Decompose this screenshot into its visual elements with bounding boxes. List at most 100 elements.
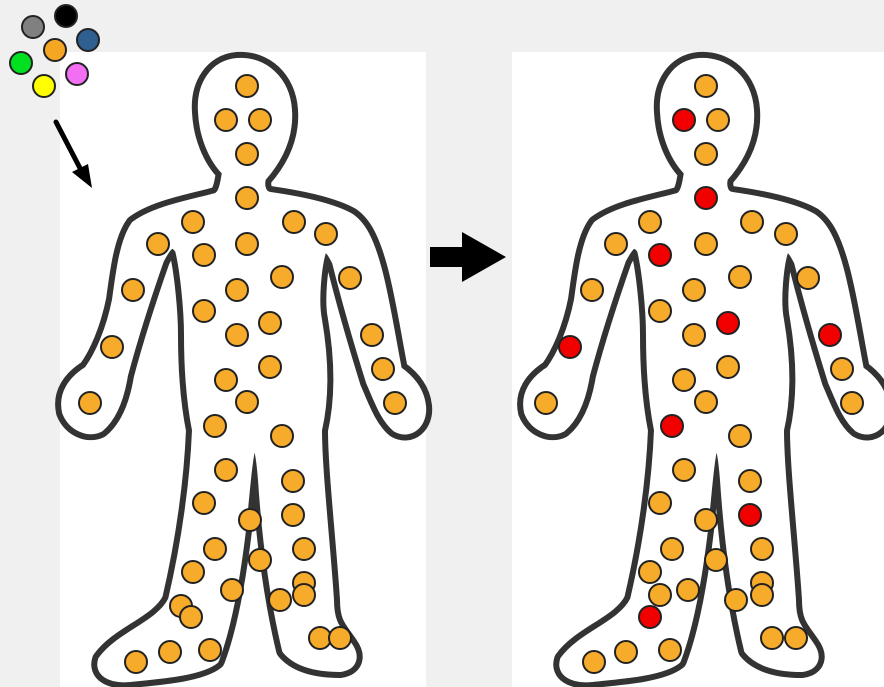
cell-normal (761, 627, 783, 649)
palette-swatch-orange (44, 39, 66, 61)
cell-normal (683, 324, 705, 346)
cell-normal (204, 415, 226, 437)
cell-normal (215, 369, 237, 391)
cell-mutated (739, 504, 761, 526)
cell-normal (226, 324, 248, 346)
cell-normal (605, 233, 627, 255)
cell-normal (315, 223, 337, 245)
cell-normal (309, 627, 331, 649)
cell-normal (797, 267, 819, 289)
cell-normal (741, 211, 763, 233)
palette-swatch-black (55, 5, 77, 27)
cell-normal (695, 509, 717, 531)
cell-normal (249, 549, 271, 571)
cell-normal (125, 651, 147, 673)
cell-normal (751, 584, 773, 606)
cell-normal (259, 312, 281, 334)
cell-normal (293, 538, 315, 560)
cell-normal (236, 233, 258, 255)
cell-normal (673, 369, 695, 391)
cell-mutated (649, 244, 671, 266)
cell-normal (283, 211, 305, 233)
cell-normal (659, 639, 681, 661)
cell-normal (707, 109, 729, 131)
cell-normal (361, 324, 383, 346)
palette-swatch-pink (66, 63, 88, 85)
cell-normal (384, 392, 406, 414)
cell-normal (339, 267, 361, 289)
cell-normal (831, 358, 853, 380)
cell-normal (282, 470, 304, 492)
cell-mutated (639, 606, 661, 628)
cell-normal (293, 584, 315, 606)
cell-normal (683, 279, 705, 301)
cell-normal (159, 641, 181, 663)
cell-normal (269, 589, 291, 611)
cell-normal (236, 75, 258, 97)
cell-normal (695, 391, 717, 413)
cell-normal (785, 627, 807, 649)
cell-normal (615, 641, 637, 663)
cell-normal (259, 356, 281, 378)
cell-normal (193, 300, 215, 322)
cell-normal (649, 584, 671, 606)
cell-normal (249, 109, 271, 131)
cell-normal (583, 651, 605, 673)
cell-normal (695, 143, 717, 165)
palette-swatch-green (10, 52, 32, 74)
cell-normal (729, 425, 751, 447)
cell-normal (236, 187, 258, 209)
cell-normal (729, 266, 751, 288)
cell-normal (695, 75, 717, 97)
cell-normal (193, 492, 215, 514)
cell-normal (215, 109, 237, 131)
cell-normal (182, 561, 204, 583)
right-arrow-icon (430, 232, 506, 282)
cell-normal (705, 549, 727, 571)
cell-normal (649, 300, 671, 322)
cell-mutated (717, 312, 739, 334)
palette-swatch-gray (22, 16, 44, 38)
cell-normal (215, 459, 237, 481)
cell-normal (122, 279, 144, 301)
cell-normal (581, 279, 603, 301)
cell-normal (199, 639, 221, 661)
cell-normal (751, 538, 773, 560)
cell-normal (695, 233, 717, 255)
cell-normal (649, 492, 671, 514)
cell-normal (717, 356, 739, 378)
palette-swatch-yellow (33, 75, 55, 97)
cell-normal (282, 504, 304, 526)
cell-normal (236, 391, 258, 413)
cell-mutated (819, 324, 841, 346)
cell-normal (841, 392, 863, 414)
cell-normal (535, 392, 557, 414)
cell-normal (221, 579, 243, 601)
cell-normal (226, 279, 248, 301)
cell-normal (236, 143, 258, 165)
cell-normal (661, 538, 683, 560)
cell-normal (180, 606, 202, 628)
cell-normal (271, 266, 293, 288)
cell-mutated (559, 336, 581, 358)
cell-normal (673, 459, 695, 481)
cell-normal (329, 627, 351, 649)
cell-normal (372, 358, 394, 380)
cell-normal (639, 561, 661, 583)
cell-normal (677, 579, 699, 601)
cell-mutated (661, 415, 683, 437)
cell-normal (147, 233, 169, 255)
cell-normal (79, 392, 101, 414)
cell-mutated (673, 109, 695, 131)
cell-mutated (695, 187, 717, 209)
cell-normal (725, 589, 747, 611)
cell-normal (193, 244, 215, 266)
cell-normal (101, 336, 123, 358)
cell-normal (271, 425, 293, 447)
cell-normal (204, 538, 226, 560)
cell-normal (182, 211, 204, 233)
cell-normal (775, 223, 797, 245)
cell-normal (639, 211, 661, 233)
cell-normal (739, 470, 761, 492)
